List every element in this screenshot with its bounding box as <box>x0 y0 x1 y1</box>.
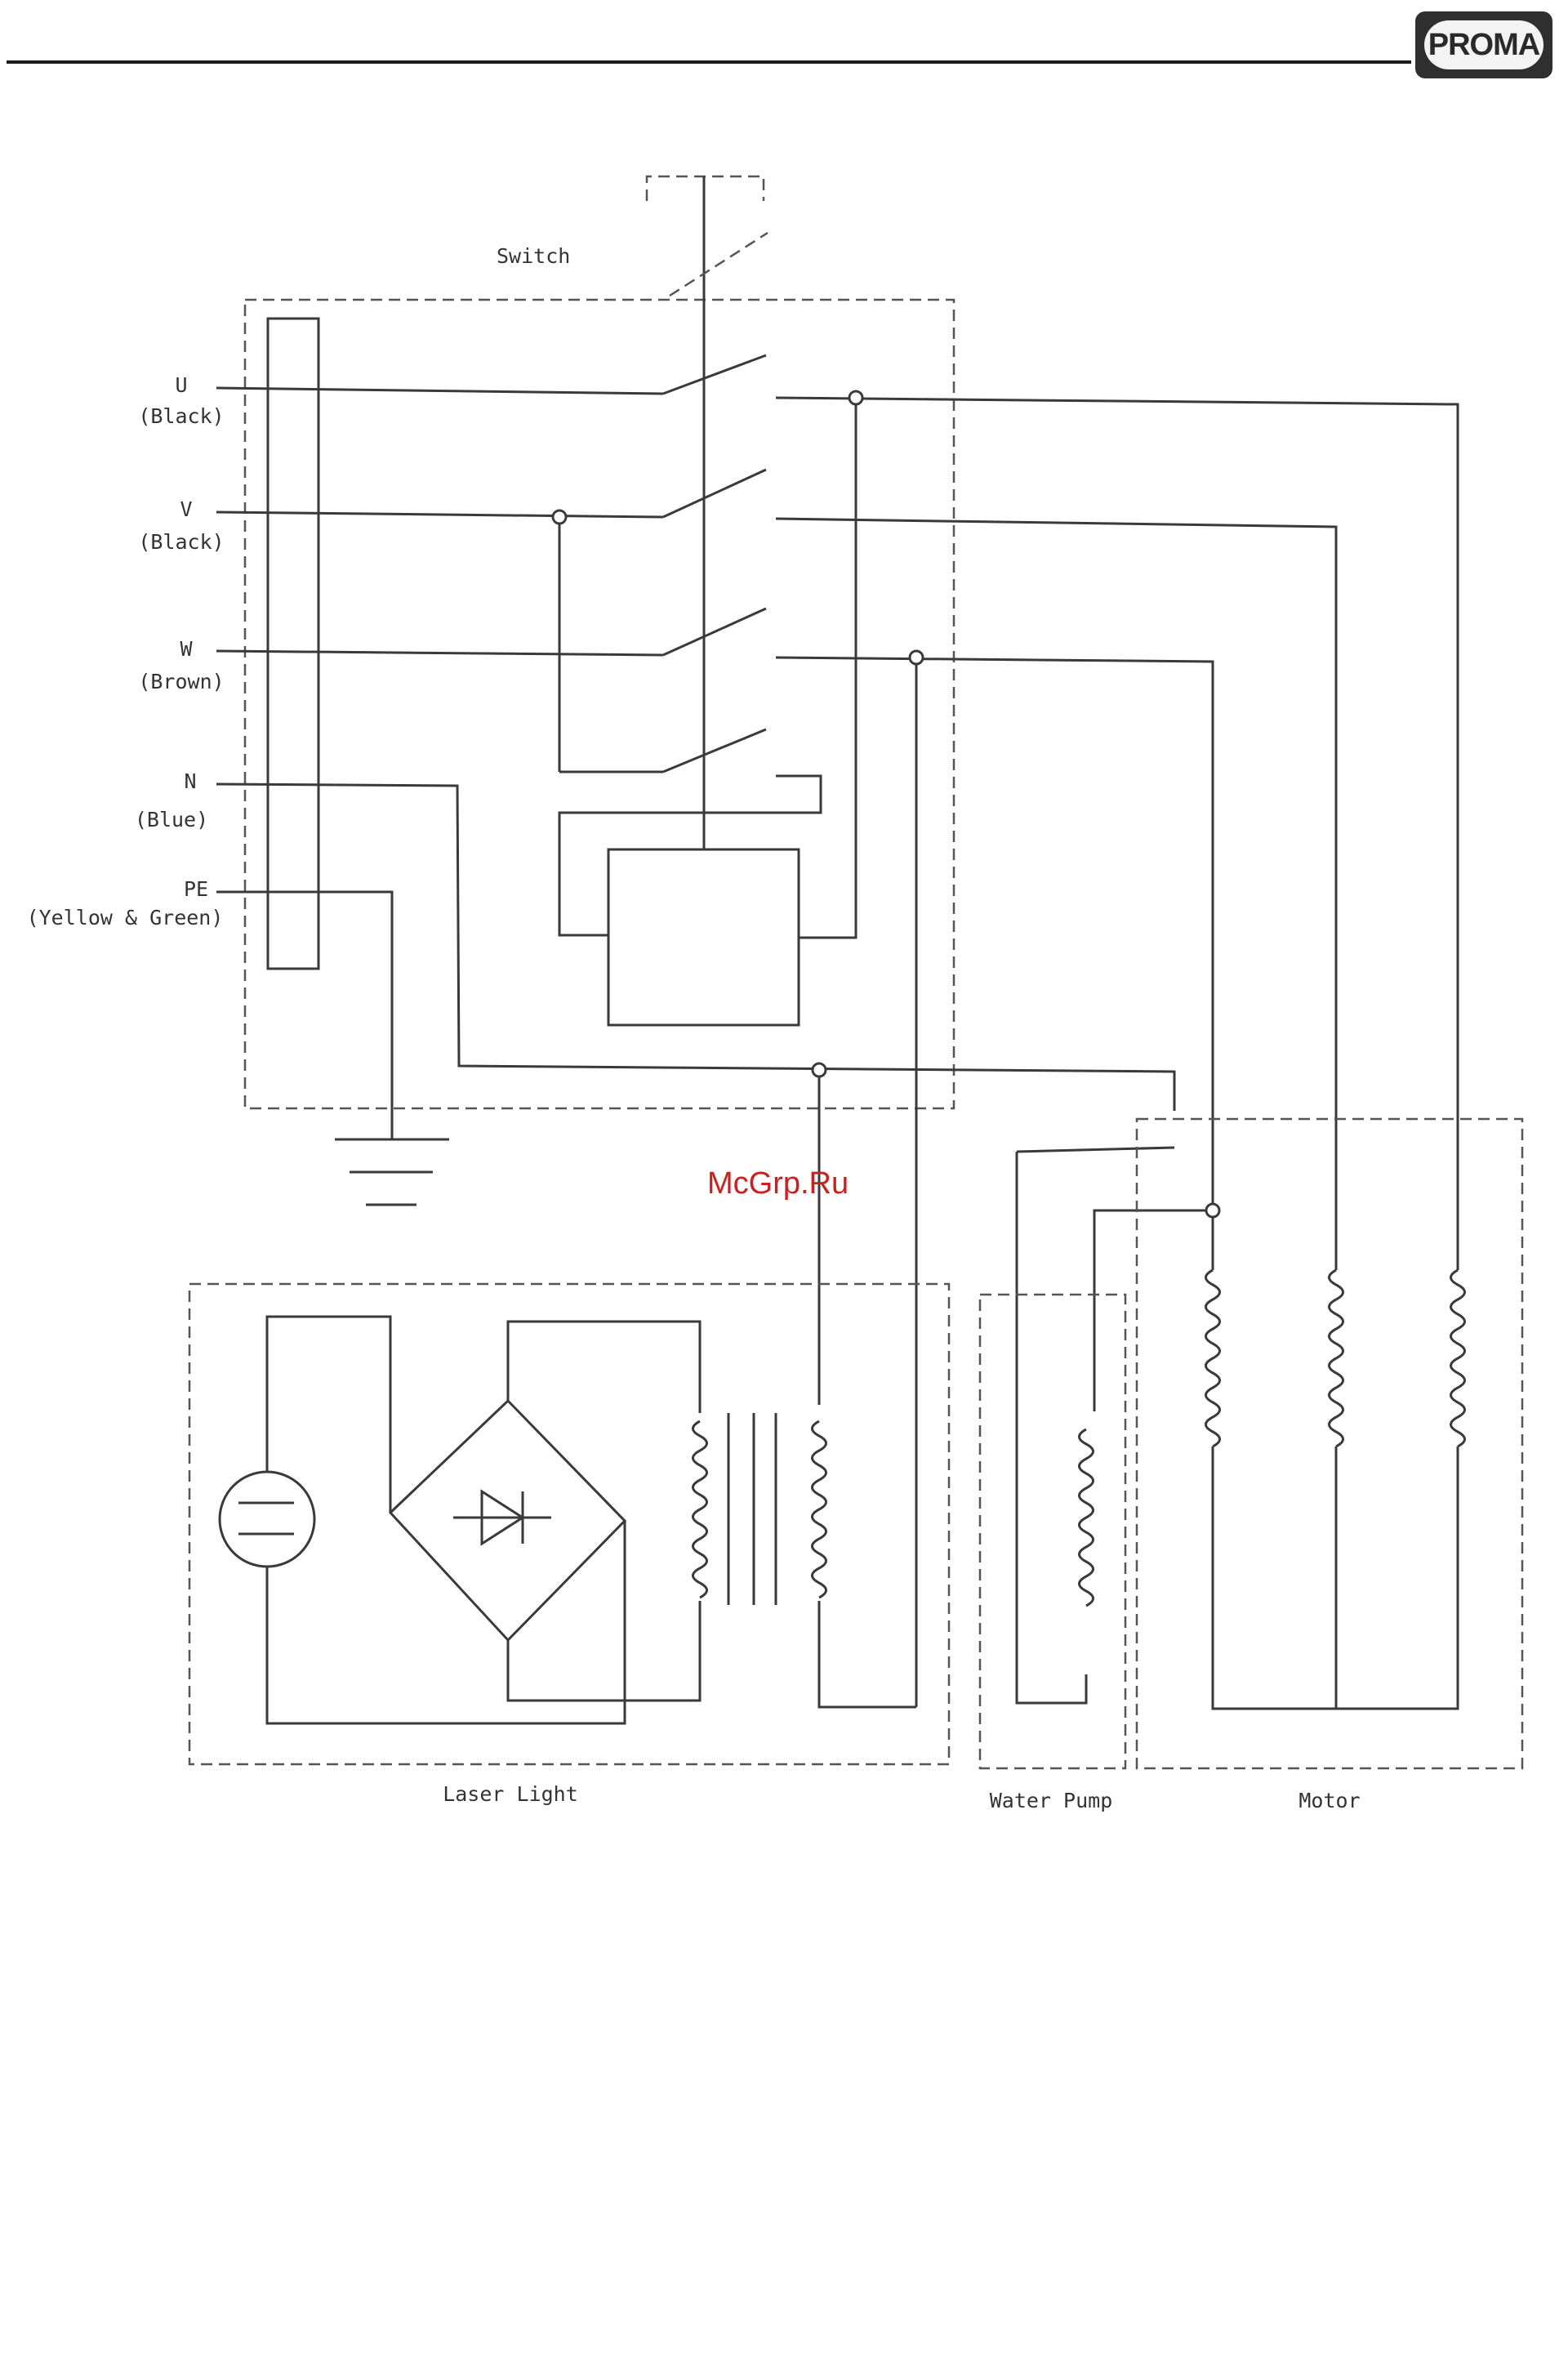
laser-light-label: Laser Light <box>443 1782 578 1806</box>
laser-lamp <box>220 1472 314 1567</box>
motor-housing <box>1137 1119 1522 1768</box>
junction-n <box>813 1063 826 1077</box>
wire-bridge-top <box>508 1322 700 1413</box>
motor-coil-v <box>1330 1270 1343 1447</box>
terminal-pe-color: (Yellow & Green) <box>27 906 224 929</box>
wire-u-out <box>776 398 1458 1270</box>
terminal-block <box>268 319 318 969</box>
junction-u <box>849 391 862 404</box>
wire-secondary-bottom <box>819 1601 916 1707</box>
terminal-u-color: (Black) <box>138 404 224 428</box>
terminal-u-code: U <box>175 373 187 397</box>
motor-label: Motor <box>1298 1789 1360 1812</box>
motor-coil-u <box>1451 1270 1465 1447</box>
terminal-v-code: V <box>180 497 192 521</box>
laser-light-housing <box>189 1284 949 1764</box>
junction-w <box>910 651 923 664</box>
contact-v <box>663 470 766 517</box>
terminal-v-color: (Black) <box>138 530 224 554</box>
wire-v-out <box>776 519 1336 1270</box>
wire-lamp-bottom <box>267 1521 625 1723</box>
wire-aux-loop <box>559 776 821 935</box>
wire-lamp-top <box>267 1317 390 1513</box>
terminal-n-color: (Blue) <box>135 808 208 831</box>
water-pump-coil <box>1080 1429 1094 1606</box>
junction-motor-w <box>1206 1204 1219 1217</box>
terminal-n-code: N <box>184 769 196 793</box>
wire-bridge-bottom <box>508 1601 700 1701</box>
contactor-coil-box <box>608 849 799 1025</box>
motor-coil-w <box>1206 1270 1220 1447</box>
water-pump-label: Water Pump <box>990 1789 1113 1812</box>
wire-n <box>216 784 1174 1111</box>
wire-n-pump-top <box>1017 1148 1174 1152</box>
terminal-pe-code: PE <box>184 877 208 901</box>
wire-coil-feed <box>799 398 856 938</box>
wire-w-to-pump <box>1094 1210 1213 1411</box>
switch-label: Switch <box>497 244 570 268</box>
terminal-w-code: W <box>180 637 193 661</box>
wire-v-in <box>216 512 663 517</box>
contact-u <box>663 355 766 394</box>
wire-w-in <box>216 651 663 655</box>
wire-u-in <box>216 388 663 394</box>
bridge-rectifier <box>390 1401 625 1640</box>
terminal-w-color: (Brown) <box>138 670 224 693</box>
switch-leader <box>670 233 768 296</box>
wire-pump-return <box>1017 1152 1086 1703</box>
watermark-text: McGrp.Ru <box>707 1166 849 1201</box>
water-pump-housing <box>980 1295 1125 1768</box>
wire-pe <box>216 892 392 1139</box>
switch-housing <box>245 300 954 1108</box>
contact-aux <box>663 729 766 772</box>
contact-w <box>663 608 766 655</box>
junction-v <box>553 510 566 524</box>
transformer-secondary-coil <box>813 1421 826 1598</box>
